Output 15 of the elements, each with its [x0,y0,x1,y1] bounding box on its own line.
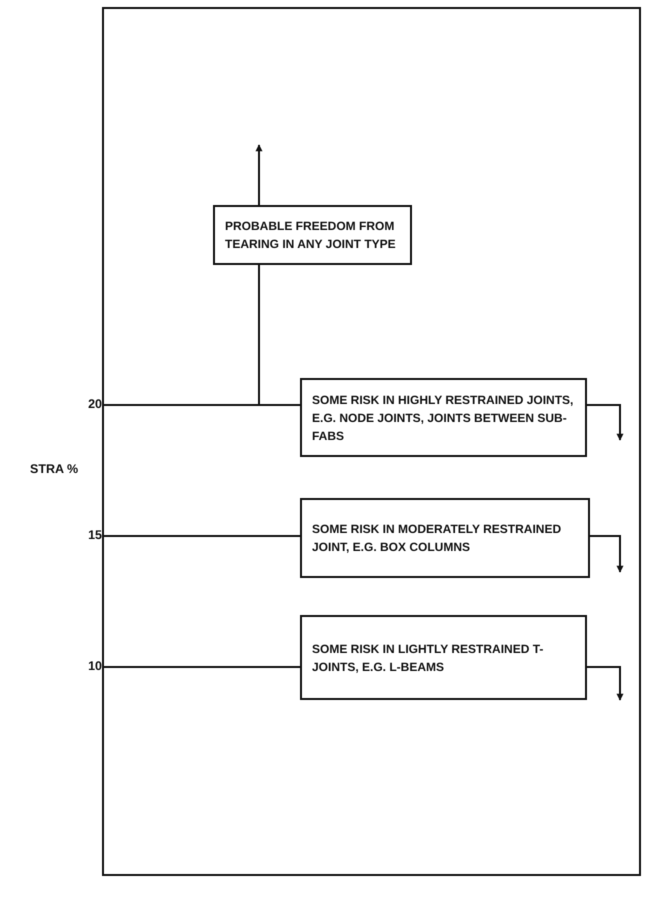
arrow [590,535,624,573]
tick-label: 10 [88,659,102,673]
connector-line [102,535,300,537]
text-box: SOME RISK IN MODERATELY RESTRAINED JOINT, E.G. BOX COLUMNS [300,498,590,578]
text-box: SOME RISK IN LIGHTLY RESTRAINED T-JOINTS, E.G. L-BEAMS [300,615,587,700]
arrow [587,404,624,441]
arrow [587,666,624,701]
tick-label: 15 [88,528,102,542]
arrow [256,144,262,205]
text-box: SOME RISK IN HIGHLY RESTRAINED JOINTS, E.G. NODE JOINTS, JOINTS BETWEEN SUB-FABS [300,378,587,457]
axis-title: STRA % [30,462,78,476]
tick-label: 20 [88,397,102,411]
connector-line [102,265,260,406]
connector-line [102,666,300,668]
text-box: PROBABLE FREEDOM FROM TEARING IN ANY JOINT TYPE [213,205,412,265]
